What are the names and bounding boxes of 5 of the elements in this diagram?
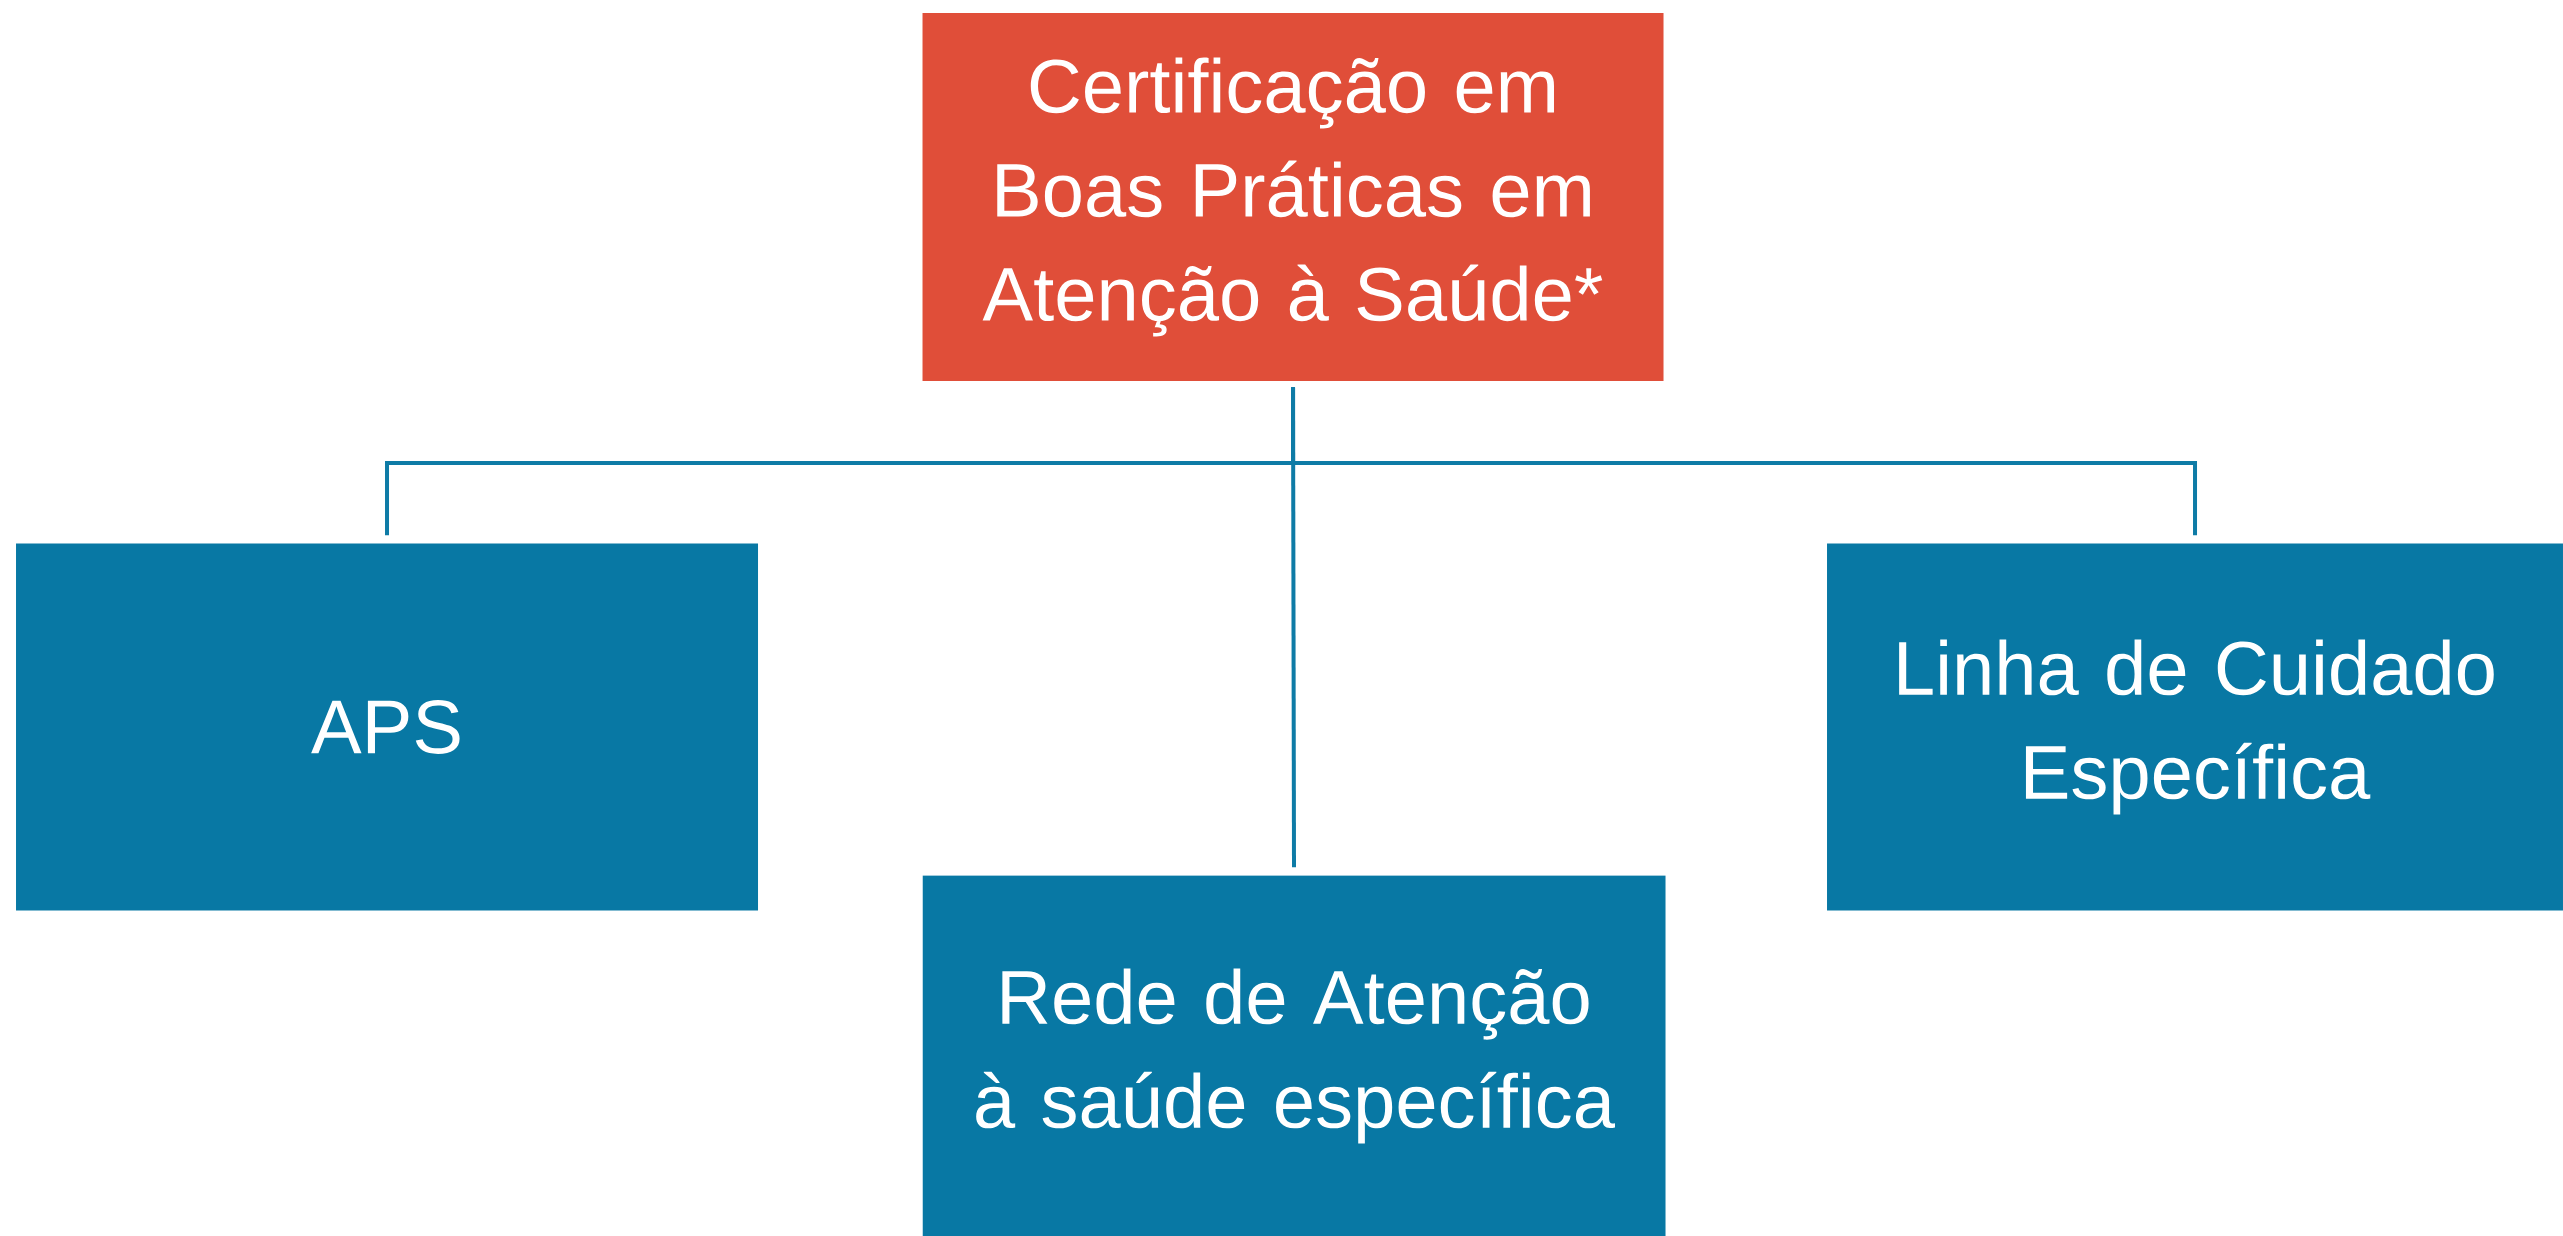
category-box: Rede de Atenção à saúde específica xyxy=(922,875,1666,1236)
category-box: APS xyxy=(16,543,758,911)
category-box: Linha de Cuidado Específica xyxy=(1827,543,2563,911)
connector-line xyxy=(1291,387,2197,536)
title-box: Certificação em Boas Práticas em Atenção à Saúde* xyxy=(922,13,1664,381)
